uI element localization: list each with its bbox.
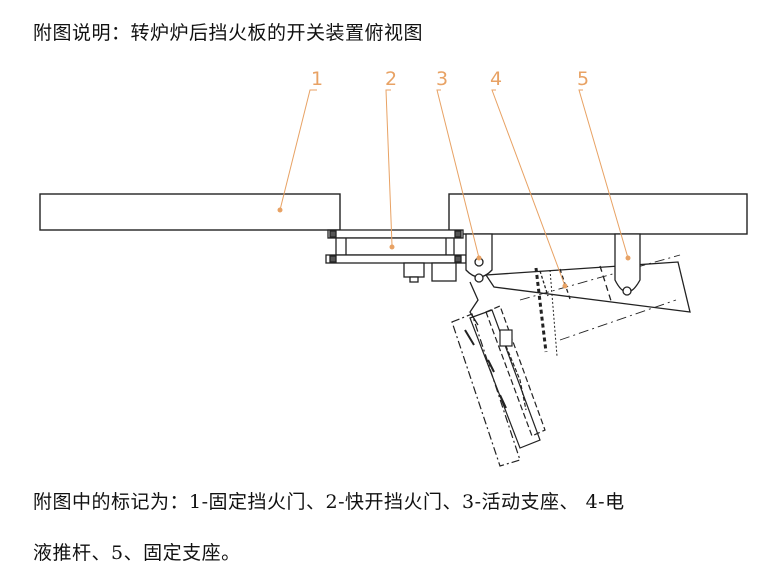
caption-line-1: 附图中的标记为：1-固定挡火门、2-快开挡火门、3-活动支座、 4-电 (33, 491, 625, 513)
callout-dots (277, 207, 631, 289)
leader-5 (578, 89, 629, 259)
fixed-fire-door-left-slab (39, 193, 341, 231)
fixed-support (614, 233, 641, 296)
leader-2 (385, 89, 393, 246)
fixed-fire-door-right-slab (448, 193, 748, 235)
leader-4 (491, 89, 566, 287)
figure-title: 附图说明：转炉炉后挡火板的开关装置俯视图 (33, 22, 424, 44)
electro-hydraulic-push-rod (484, 254, 691, 357)
callout-leaders (279, 89, 629, 287)
callout-label-2: 2 (385, 68, 397, 90)
callout-label-4: 4 (490, 68, 502, 90)
quick-open-fire-door (325, 229, 467, 283)
callout-label-5: 5 (577, 68, 589, 90)
open-door-position (451, 305, 546, 467)
leader-3 (436, 89, 480, 259)
leader-1 (279, 89, 317, 211)
callout-label-3: 3 (436, 68, 448, 90)
fixed-fire-door (39, 193, 748, 235)
caption-line-2: 液推杆、5、固定支座。 (33, 542, 241, 564)
callout-label-1: 1 (311, 68, 323, 90)
